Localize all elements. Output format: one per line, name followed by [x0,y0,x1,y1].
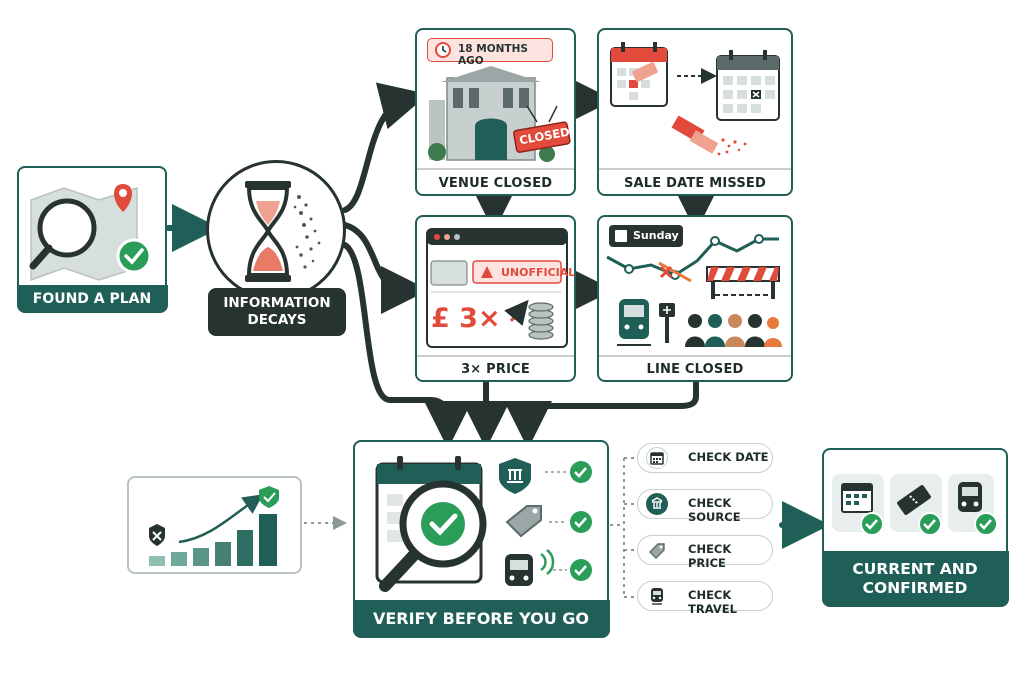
line-closed-scene [606,230,782,347]
sunday-badge: Sunday [609,225,683,247]
check-date-label: CHECK DATE [688,450,769,464]
building-icon [428,66,571,162]
institution-shield-icon [646,493,668,515]
confirmed-icons-row [832,470,1000,538]
check-date-pill: CHECK DATE [637,443,773,473]
months-ago-badge: 18 MONTHS AGO [427,38,553,67]
venue-closed-card: 18 MONTHS AGO CLOSED VENUE CLOSED [415,28,576,196]
verify-label: VERIFY BEFORE YOU GO [372,608,590,628]
current-confirmed-label: CURRENT AND CONFIRMED [852,559,978,597]
price-multiplier-text: £ 3× [431,303,501,334]
check-price-label: CHECK PRICE [688,542,732,570]
months-ago-text: 18 MONTHS AGO [458,43,528,67]
verify-illustration [375,456,592,592]
trust-growth-card [127,476,302,574]
information-decays-label: INFORMATION DECAYS [223,295,331,328]
sale-date-missed-card: SALE DATE MISSED [597,28,793,196]
line-closed-card: Sunday LINE CLOSED [597,215,793,382]
check-source-pill: CHECK SOURCE [637,489,773,524]
check-travel-pill: CHECK TRAVEL [637,581,773,616]
found-plan-label: FOUND A PLAN [32,290,152,307]
calendar-icon [646,447,668,469]
venue-closed-label: VENUE CLOSED [438,176,553,191]
information-decays-label-box: INFORMATION DECAYS [208,288,346,336]
map-search-icon [29,184,152,282]
check-source-label: CHECK SOURCE [688,496,741,524]
train-icon [646,585,668,607]
clock-icon [435,42,451,58]
check-price-pill: CHECK PRICE [637,535,773,570]
line-closed-label: LINE CLOSED [646,362,744,377]
hourglass-icon [245,181,321,282]
sunday-text: Sunday [633,229,679,242]
information-decays-node [206,160,346,300]
arrow-line-to-verify [504,379,699,449]
confirmed-icons [832,474,998,536]
price-label: 3× PRICE [461,362,530,377]
missed-calendar-icon [610,42,780,156]
arrow-decay-to-venue [342,82,429,213]
check-travel-label: CHECK TRAVEL [688,588,737,616]
arrow-decay-to-price [342,222,429,314]
price-tag-icon [646,539,668,561]
sale-date-missed-label: SALE DATE MISSED [623,176,767,191]
found-plan-card: FOUND A PLAN [16,166,168,313]
arrow-decay-to-verify [342,242,472,449]
current-confirmed-card: CURRENT AND CONFIRMED [821,448,1009,607]
unofficial-site-icon [426,228,568,348]
rising-bars-icon [149,486,279,566]
verify-card: VERIFY BEFORE YOU GO [352,440,610,638]
unofficial-text: UNOFFICIAL [501,266,576,279]
price-card: UNOFFICIAL £ 3× 3× PRICE [415,215,576,382]
